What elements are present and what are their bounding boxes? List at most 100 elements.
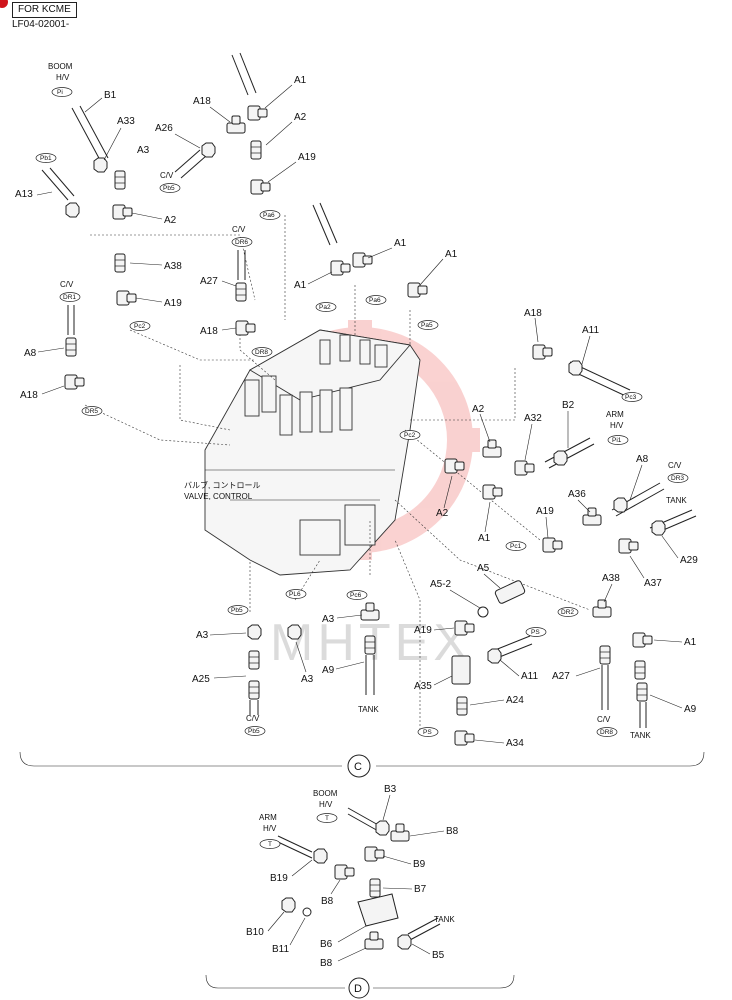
svg-text:PS: PS <box>423 729 432 736</box>
callout-a26-top: A26 <box>155 123 173 134</box>
callout-a36: A36 <box>568 489 586 500</box>
port-pa6-top: Pa6 <box>259 210 281 220</box>
boom-word-d: BOOM <box>313 789 338 798</box>
callout-b8-top: B8 <box>446 826 459 837</box>
callout-a37: A37 <box>644 578 662 589</box>
callout-a38-right: A38 <box>602 573 620 584</box>
hose-a8-left <box>64 305 85 390</box>
port-pc1: Pc1 <box>505 541 527 551</box>
svg-text:Pc1: Pc1 <box>510 543 522 550</box>
port-pi-top: Pi <box>51 87 73 97</box>
top-center-group <box>174 52 271 195</box>
svg-text:PL6: PL6 <box>289 591 301 598</box>
section-d-label: D <box>354 983 362 995</box>
cv-word-lower-left: C/V <box>246 714 260 723</box>
tank-word-right: TANK <box>666 496 687 505</box>
callout-a9-center: A9 <box>322 665 335 676</box>
svg-text:DR2: DR2 <box>561 609 574 616</box>
svg-text:Pi1: Pi1 <box>612 437 622 444</box>
port-dr6-mid: DR6 <box>231 237 253 247</box>
callout-a3-lowerleft: A3 <box>196 630 209 641</box>
svg-text:Pc2: Pc2 <box>134 323 146 330</box>
port-pc2-right: Pc2 <box>399 430 421 440</box>
callout-a29: A29 <box>680 555 698 566</box>
svg-text:Pa6: Pa6 <box>369 297 381 304</box>
callout-a9-right: A9 <box>684 704 697 715</box>
port-dr3-right: DR3 <box>667 473 689 483</box>
callout-a34: A34 <box>506 738 524 749</box>
svg-text:DR5: DR5 <box>85 408 98 415</box>
callout-a2-right: A2 <box>472 404 485 415</box>
cv-word-mid: C/V <box>232 225 246 234</box>
drawing-code: LF04-02001- <box>12 19 70 30</box>
svg-text:DR3: DR3 <box>671 475 684 482</box>
port-pa2: Pa2 <box>315 302 337 312</box>
callout-a27-mid: A27 <box>200 276 218 287</box>
callout-a8-right: A8 <box>636 454 649 465</box>
callout-a3-center: A3 <box>322 614 335 625</box>
callout-a38-tl: A38 <box>164 261 182 272</box>
port-dr2-right: DR2 <box>557 607 579 617</box>
port-pc6: Pc6 <box>346 590 368 600</box>
arm-hv-word-right: H/V <box>610 421 624 430</box>
port-pi1-right: Pi1 <box>607 435 629 445</box>
callout-a19-top: A19 <box>298 152 316 163</box>
port-pb5-top: Pb5 <box>159 183 181 193</box>
port-pb5-lower: Pb5 <box>227 605 249 615</box>
boom-word: BOOM <box>48 62 73 71</box>
callout-a1-mid2: A1 <box>294 280 307 291</box>
right-cv-tank-group <box>542 482 697 554</box>
port-t-arm: T <box>259 839 281 849</box>
callout-a2-top: A2 <box>294 112 307 123</box>
svg-text:Pb5: Pb5 <box>231 607 243 614</box>
svg-text:DR1: DR1 <box>63 294 76 301</box>
callout-a18-top: A18 <box>193 96 211 107</box>
section-c-divider <box>19 751 705 778</box>
callout-a3-lowermid: A3 <box>301 674 314 685</box>
tank-word-center: TANK <box>358 705 379 714</box>
callout-a5: A5 <box>477 563 490 574</box>
arm-word-right: ARM <box>606 410 624 419</box>
callout-a24: A24 <box>506 695 524 706</box>
svg-text:Pi: Pi <box>57 89 63 96</box>
section-d-divider <box>205 974 515 999</box>
svg-text:Pa2: Pa2 <box>319 304 331 311</box>
port-pa6-mid: Pa6 <box>365 295 387 305</box>
svg-text:Pb5: Pb5 <box>163 185 175 192</box>
callout-a32: A32 <box>524 413 542 424</box>
callout-a27-right: A27 <box>552 671 570 682</box>
callout-b2: B2 <box>562 400 575 411</box>
port-pa5: Pa5 <box>417 320 439 330</box>
callout-a2-lower: A2 <box>436 508 449 519</box>
arm-hv-word-d: H/V <box>263 824 277 833</box>
port-pb5-bottom: Pb5 <box>244 726 266 736</box>
cv-word-top: C/V <box>160 171 174 180</box>
callout-a8-left: A8 <box>24 348 37 359</box>
callout-b10: B10 <box>246 927 264 938</box>
cv-word-left: C/V <box>60 280 74 289</box>
a1-triple-group <box>312 202 428 298</box>
callout-b1: B1 <box>104 90 117 101</box>
pressure-switch-group <box>451 580 533 746</box>
section-d-parts <box>277 807 441 950</box>
hose-a27-mid <box>235 250 256 336</box>
svg-text:Pc3: Pc3 <box>625 394 637 401</box>
callout-a18-mid: A18 <box>200 326 218 337</box>
port-pc3-right: Pc3 <box>621 392 643 402</box>
callout-b3: B3 <box>384 784 397 795</box>
port-dr8-mid: DR8 <box>251 347 273 357</box>
callout-a19-right: A19 <box>536 506 554 517</box>
callout-a19-center: A19 <box>414 625 432 636</box>
valve-label-jp: バルブ, コントロール <box>184 480 260 490</box>
cv-word-right: C/V <box>668 461 682 470</box>
svg-text:T: T <box>325 815 329 822</box>
svg-text:Pa5: Pa5 <box>421 322 433 329</box>
callout-b11: B11 <box>272 944 289 955</box>
callout-a5-2: A5-2 <box>430 579 452 590</box>
callout-a3-tl: A3 <box>137 145 150 156</box>
port-t-boom: T <box>316 813 338 823</box>
boom-hv-word-d: H/V <box>319 800 333 809</box>
control-valve-body <box>204 329 421 576</box>
port-dr8-right: DR8 <box>596 727 618 737</box>
